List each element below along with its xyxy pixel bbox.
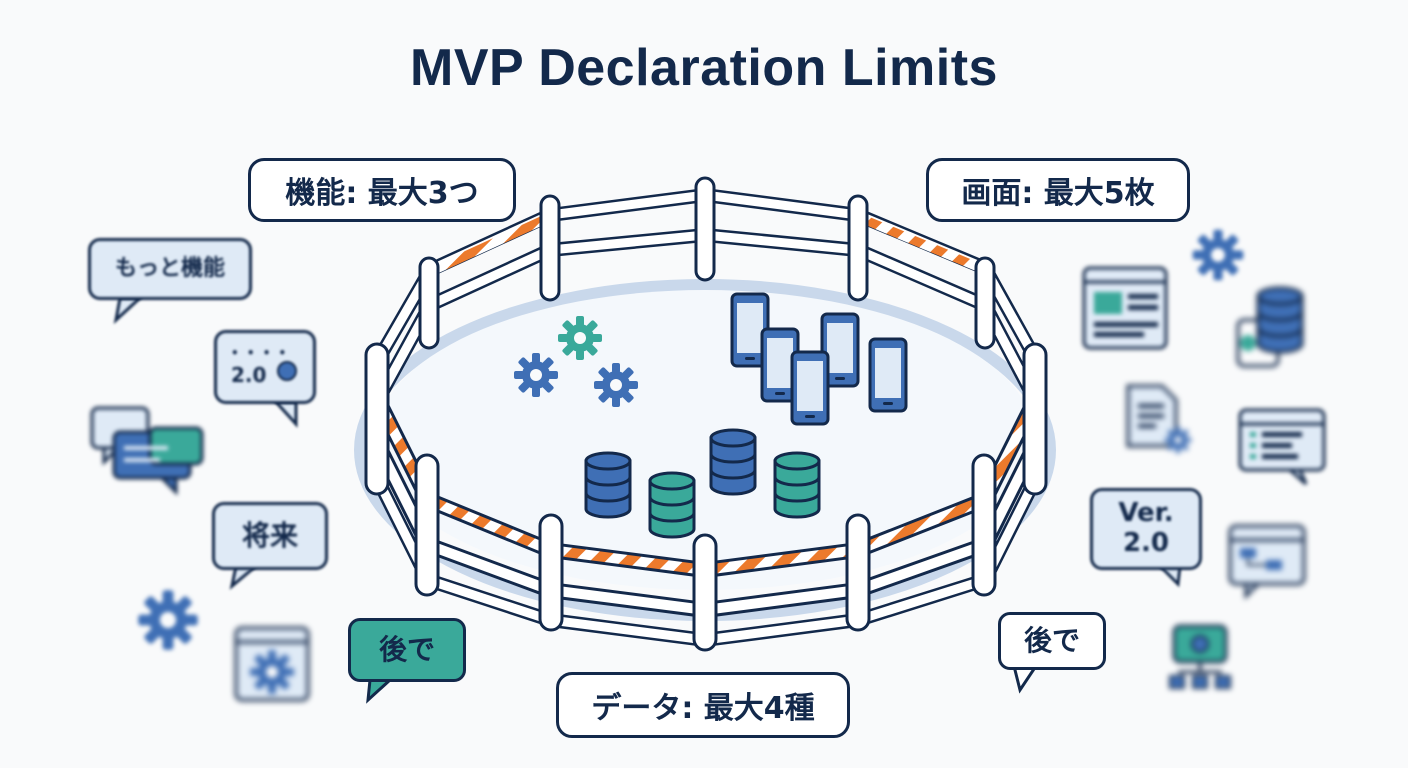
ver-text: Ver.: [1118, 498, 1174, 529]
screen-limit-text: 画面: 最大5枚: [961, 176, 1155, 211]
version-dots: • • • •: [231, 345, 289, 360]
database-icon: [584, 451, 632, 519]
settings-window-icon: [234, 626, 310, 702]
browser-window-icon: [1082, 266, 1168, 350]
feature-limit-label: 機能: 最大3つ: [248, 158, 516, 222]
database-icon: [773, 451, 821, 519]
hierarchy-icon: [1169, 624, 1231, 689]
gear-icon: [138, 590, 198, 650]
gear-icon: [558, 316, 602, 360]
version-bubble: Ver. 2.0: [1090, 488, 1202, 570]
phone-icon: [868, 337, 908, 413]
phone-icon: [790, 350, 830, 426]
document-icon: [1126, 384, 1192, 454]
ver-num-text: 2.0: [1122, 528, 1170, 558]
gear-icon: [594, 363, 638, 407]
screen-limit-label: 画面: 最大5枚: [926, 158, 1190, 222]
more-features-bubble: もっと機能: [88, 238, 252, 300]
version-bubble-small: • • • • 2.0: [214, 330, 316, 404]
version-small-text: 2.0: [231, 363, 267, 388]
database-icon: [709, 428, 757, 496]
gear-icon: [514, 353, 558, 397]
fence-posts-front: [364, 342, 1048, 652]
database-sync-icon: [1236, 286, 1304, 368]
code-window-icon: [1238, 408, 1326, 486]
data-limit-label: データ: 最大4種: [556, 672, 850, 738]
later-right-text: 後で: [1023, 623, 1080, 657]
database-icon: [648, 471, 696, 539]
later-bubble-right: 後で: [998, 612, 1106, 670]
gear-icon: [1192, 229, 1244, 281]
fence-posts-back: [418, 176, 996, 350]
future-bubble: 将来: [212, 502, 328, 570]
status-dot-icon: [277, 361, 297, 381]
future-text: 将来: [241, 518, 298, 552]
more-features-text: もっと機能: [114, 256, 225, 282]
page-title: MVP Declaration Limits: [410, 39, 998, 97]
chat-icon: [90, 406, 204, 496]
data-limit-text: データ: 最大4種: [591, 691, 815, 726]
flow-window-icon: [1228, 524, 1306, 600]
later-left-text: 後で: [378, 632, 435, 666]
later-bubble-left: 後で: [348, 618, 466, 682]
feature-limit-text: 機能: 最大3つ: [285, 176, 479, 211]
